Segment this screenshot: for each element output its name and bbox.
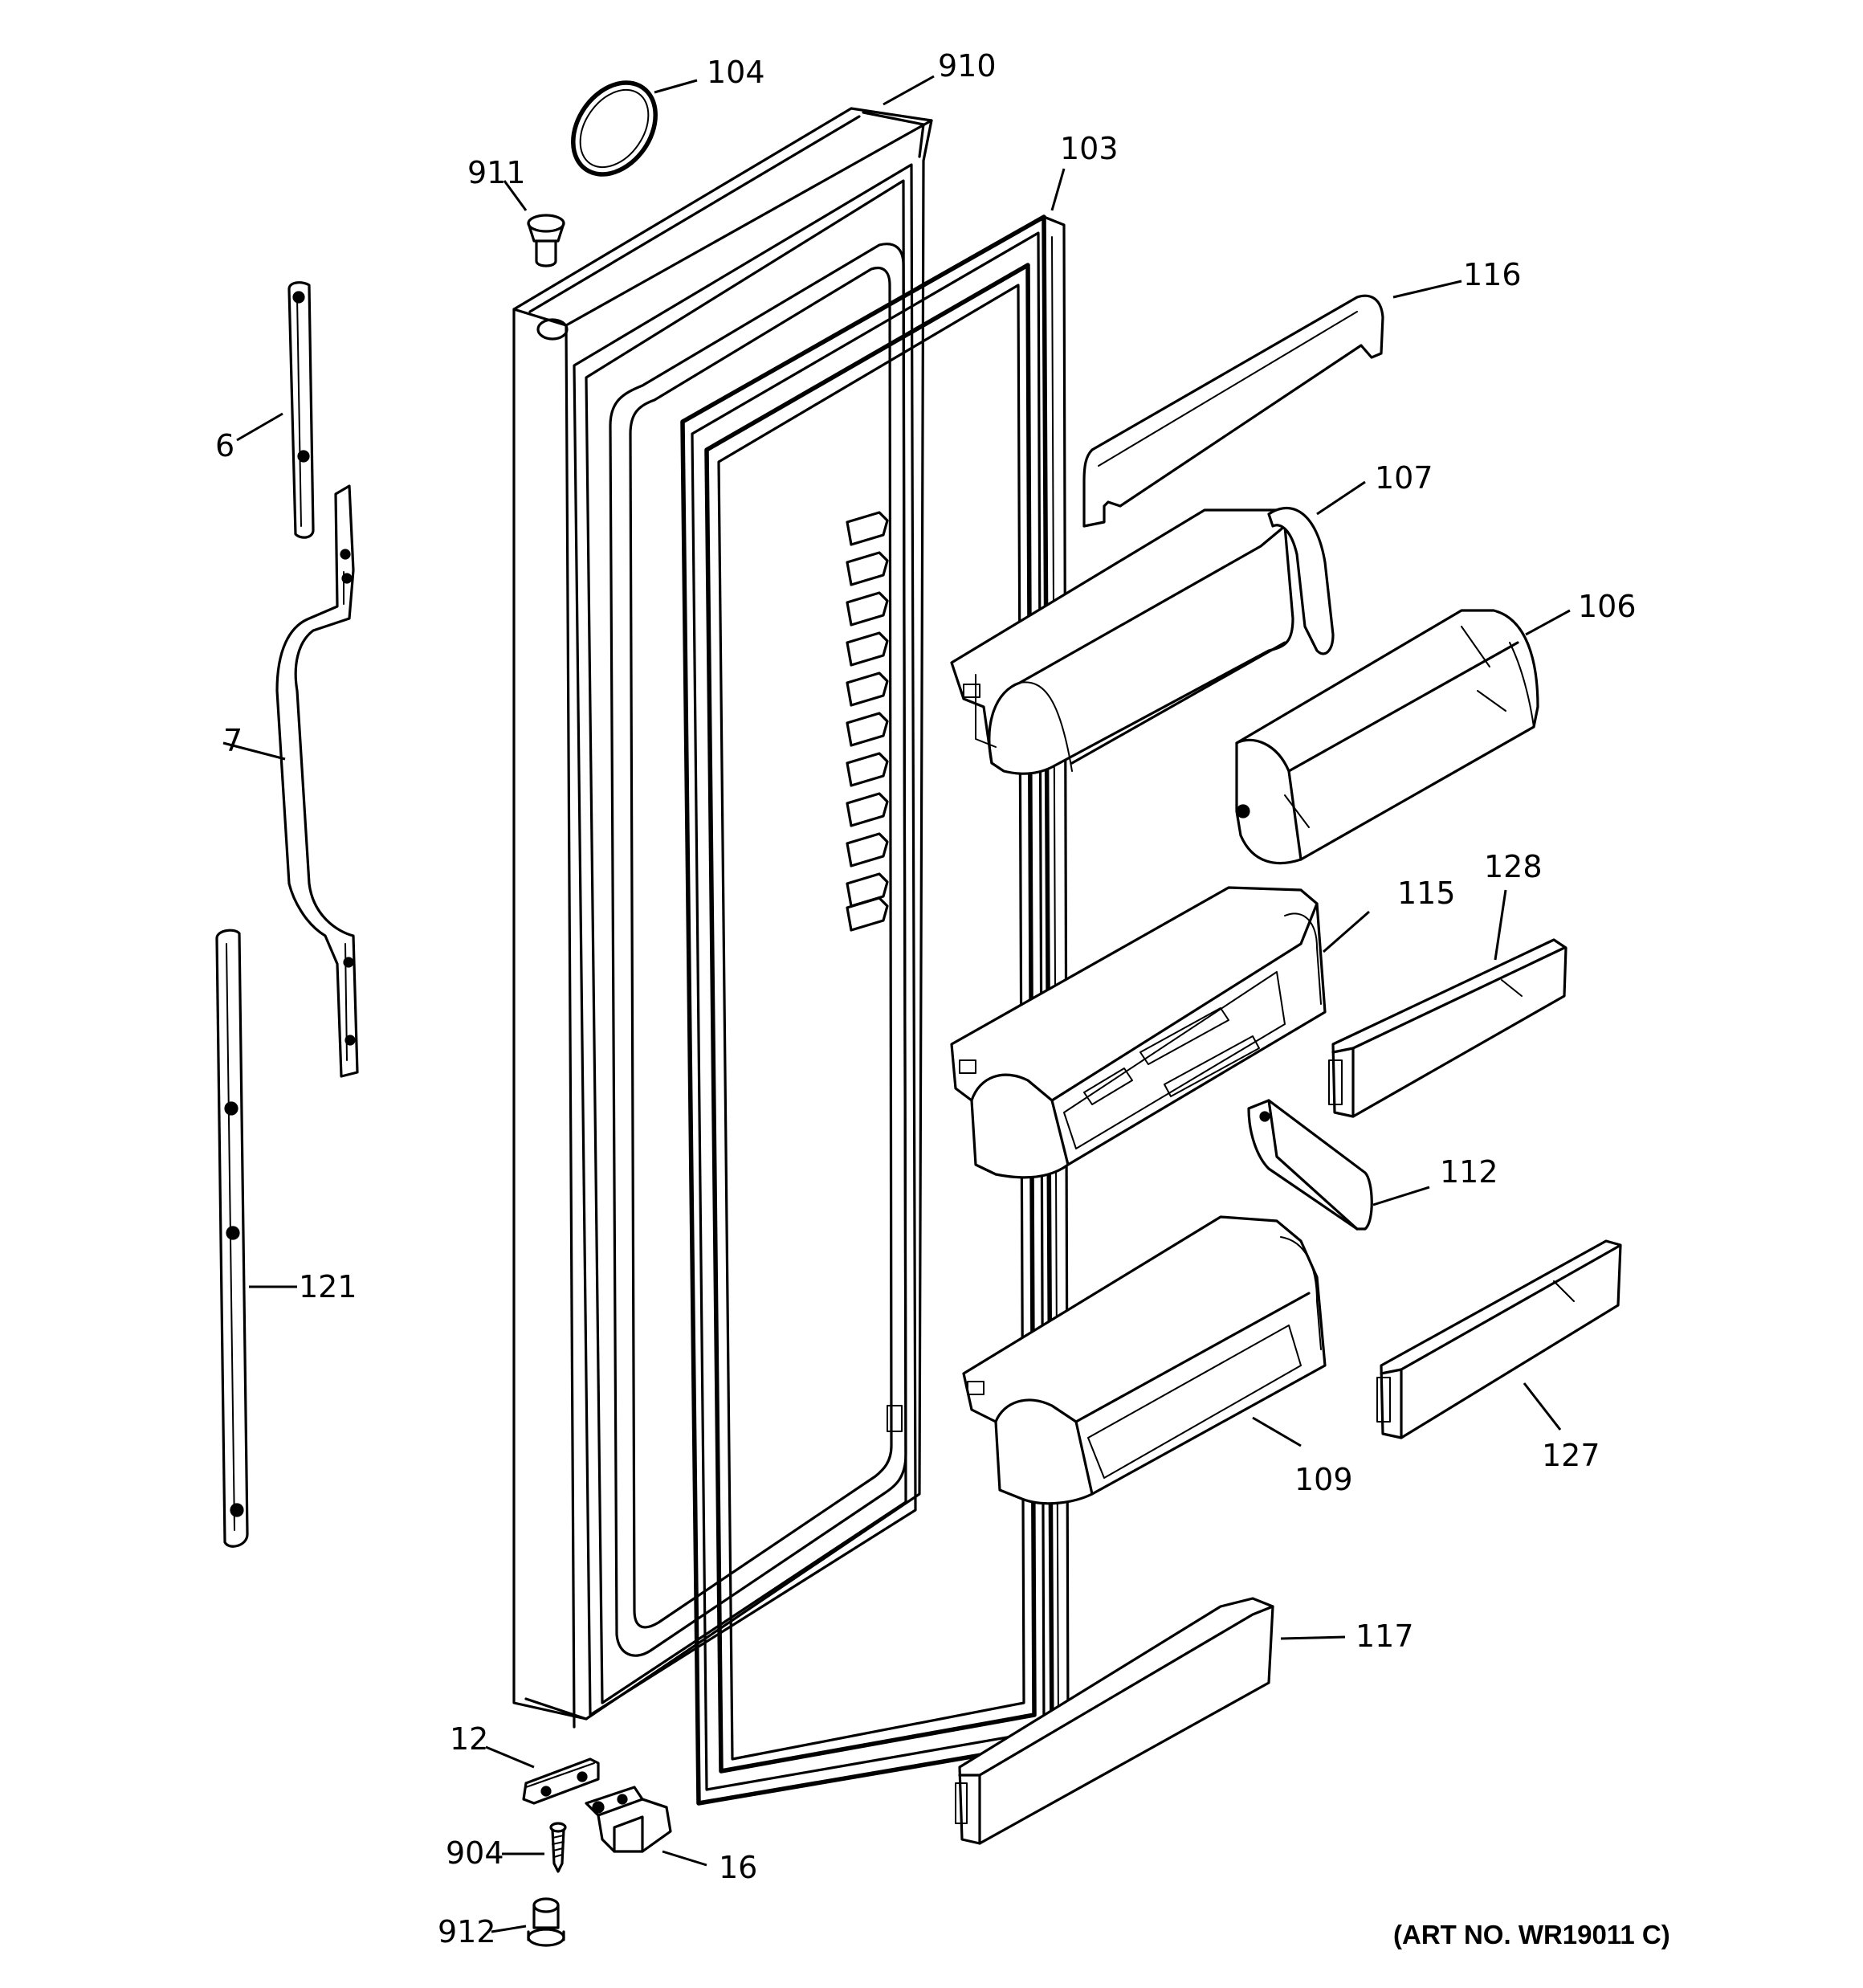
part-7-handle [275, 484, 359, 1078]
part-128-panel [1328, 938, 1567, 1118]
callout-911: 911 [467, 155, 526, 190]
part-106-bin [1235, 609, 1539, 865]
part-127-panel [1376, 1239, 1622, 1439]
callout-103: 103 [1060, 131, 1119, 166]
callout-104: 104 [707, 55, 765, 90]
callout-112: 112 [1440, 1154, 1498, 1190]
part-107-bin [950, 506, 1335, 775]
part-door-liner [573, 163, 917, 1717]
callout-117: 117 [1355, 1619, 1414, 1654]
callout-904: 904 [446, 1835, 504, 1871]
callout-910: 910 [938, 48, 997, 84]
callout-128: 128 [1484, 849, 1543, 884]
callout-7: 7 [223, 723, 243, 758]
part-117-shelf-front [955, 1597, 1274, 1845]
callout-6: 6 [215, 428, 234, 463]
part-912-bushing [527, 1897, 565, 1947]
callout-107: 107 [1375, 460, 1433, 496]
part-12-bracket [522, 1757, 600, 1805]
part-904-screw [549, 1822, 567, 1873]
part-6-handle-trim [287, 281, 315, 539]
part-104-ring [571, 80, 658, 177]
callout-labels: 104 910 911 103 116 6 107 106 7 128 115 … [215, 48, 1637, 1949]
part-116-rail [1082, 294, 1384, 528]
part-16-hinge [585, 1786, 672, 1853]
callout-12: 12 [450, 1721, 488, 1757]
callout-121: 121 [299, 1269, 357, 1304]
callout-115: 115 [1397, 876, 1456, 911]
part-112-clip [1247, 1099, 1373, 1231]
leader-lines [222, 75, 1571, 1933]
callout-127: 127 [1542, 1438, 1600, 1473]
callout-912: 912 [438, 1914, 496, 1949]
callout-116: 116 [1463, 257, 1522, 292]
part-121-trim [215, 929, 249, 1548]
part-911-bushing [527, 214, 565, 267]
shelf-clips [846, 511, 889, 932]
callout-106: 106 [1578, 589, 1637, 624]
callout-109: 109 [1294, 1462, 1353, 1497]
part-115-bin [950, 886, 1327, 1179]
callout-16: 16 [719, 1850, 757, 1885]
art-number: (ART NO. WR19011 C) [1393, 1920, 1670, 1949]
part-109-bin [962, 1215, 1327, 1505]
part-910-door-shell [512, 107, 933, 1729]
